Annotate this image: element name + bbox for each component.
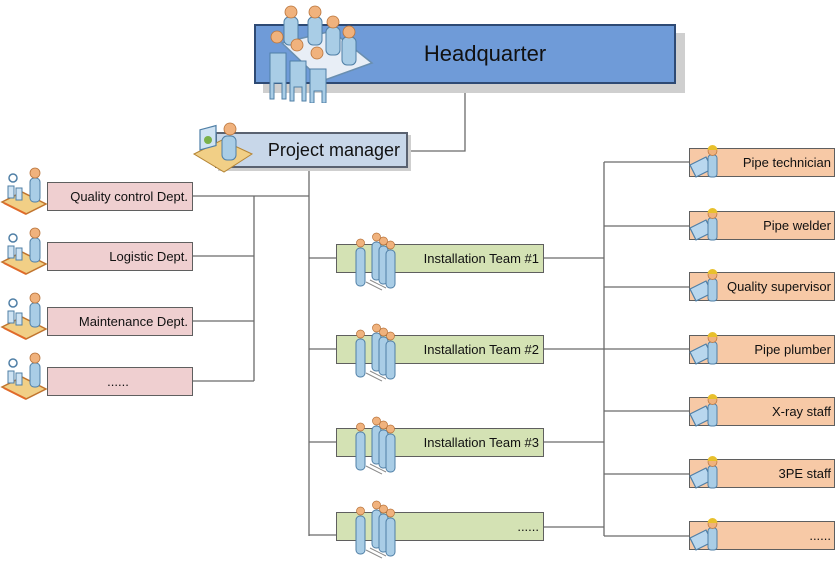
department-label: Logistic Dept. <box>109 249 188 264</box>
team-node[interactable]: Installation Team #3 <box>336 428 544 457</box>
connector-dept-bus <box>192 195 309 381</box>
department-label: Quality control Dept. <box>70 189 188 204</box>
assembly-line-worker-icon <box>0 226 50 281</box>
team-group-icon <box>352 416 402 481</box>
computer-user-icon <box>192 122 254 173</box>
team-group-icon <box>352 323 402 388</box>
team-label: Installation Team #3 <box>423 435 539 450</box>
headquarter-label: Headquarter <box>423 41 547 66</box>
role-label: Pipe technician <box>742 155 831 170</box>
team-group-icon <box>352 232 402 297</box>
department-node[interactable]: Quality control Dept. <box>47 182 193 211</box>
role-label: X-ray staff <box>771 404 831 419</box>
project-manager-label: Project manager <box>267 139 400 160</box>
team-label: Installation Team #2 <box>423 342 539 357</box>
department-node[interactable]: ...... <box>47 367 193 396</box>
assembly-line-worker-icon <box>0 291 50 346</box>
department-label: ...... <box>107 374 129 389</box>
team-label: ...... <box>517 519 539 534</box>
engineer-blueprint-icon <box>688 330 728 375</box>
engineer-blueprint-icon <box>688 454 728 499</box>
team-node[interactable]: Installation Team #2 <box>336 335 544 364</box>
assembly-line-worker-icon <box>0 166 50 221</box>
department-node[interactable]: Maintenance Dept. <box>47 307 193 336</box>
engineer-blueprint-icon <box>688 143 728 188</box>
role-label: Quality supervisor <box>726 279 831 294</box>
team-node[interactable]: Installation Team #1 <box>336 244 544 273</box>
meeting-group-icon <box>269 5 374 103</box>
role-label: ...... <box>809 528 831 543</box>
engineer-blueprint-icon <box>688 206 728 251</box>
assembly-line-worker-icon <box>0 351 50 406</box>
engineer-blueprint-icon <box>688 516 728 561</box>
department-node[interactable]: Logistic Dept. <box>47 242 193 271</box>
role-label: Pipe plumber <box>754 342 831 357</box>
role-label: 3PE staff <box>778 466 831 481</box>
engineer-blueprint-icon <box>688 392 728 437</box>
project-manager-node[interactable]: Project manager <box>215 132 408 168</box>
team-node[interactable]: ...... <box>336 512 544 541</box>
department-label: Maintenance Dept. <box>78 314 188 329</box>
team-label: Installation Team #1 <box>423 251 539 266</box>
team-group-icon <box>352 500 402 565</box>
role-label: Pipe welder <box>763 218 831 233</box>
engineer-blueprint-icon <box>688 267 728 312</box>
connector-hq-pm <box>408 88 466 152</box>
